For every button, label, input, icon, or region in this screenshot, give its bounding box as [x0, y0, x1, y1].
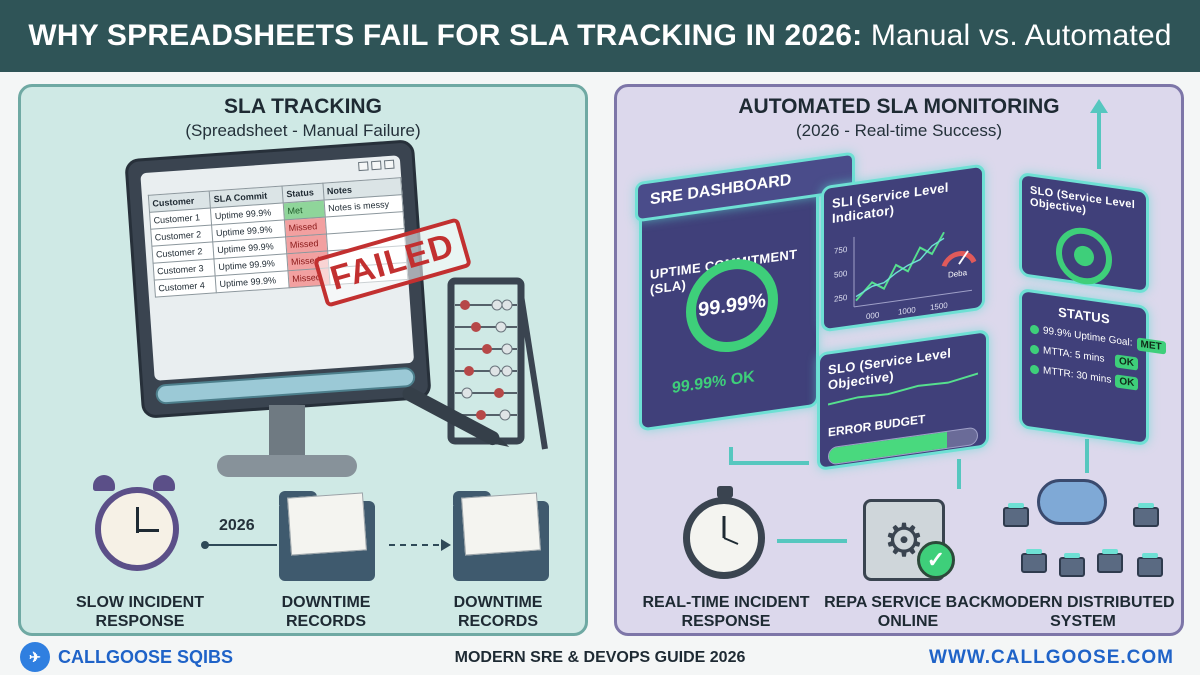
folder-icon [279, 491, 375, 581]
server-node-icon [1003, 503, 1029, 527]
flow-slow-incident-response: SLOW INCIDENT RESPONSE [76, 594, 204, 630]
check-icon: ✓ [917, 541, 955, 579]
status-badge: MET [1136, 337, 1166, 355]
flow-modern-distributed-system: MODERN DISTRIBUTED SYSTEM [991, 594, 1175, 630]
manual-panel-title: SLA TRACKING [224, 95, 382, 118]
server-node-icon [1021, 549, 1047, 573]
automated-panel-title: AUTOMATED SLA MONITORING [738, 95, 1060, 118]
flow-connector-dot [201, 541, 209, 549]
sli-card: SLI (Service Level Indicator) 750 500 25… [821, 163, 985, 333]
target-icon [1056, 224, 1112, 288]
gauge-label: Deba [948, 268, 968, 280]
status-row-label: MTTA: 5 mins [1043, 345, 1105, 365]
slo-target-title: SLO (Service Level Objective) [1030, 184, 1136, 217]
cell-customer: Customer 4 [154, 275, 217, 298]
page-title-light: Manual vs. Automated [870, 19, 1172, 52]
flow-connector-dashed [389, 544, 445, 546]
flow-arrowhead [441, 539, 451, 551]
server-node-icon [1059, 553, 1085, 577]
automated-panel: AUTOMATED SLA MONITORING (2026 - Real-ti… [614, 84, 1184, 636]
connector-vertical [957, 459, 961, 489]
guide-label: MODERN SRE & DEVOPS GUIDE 2026 [454, 649, 746, 666]
flow-service-back-online: REPA SERVICE BACK ONLINE [824, 594, 992, 630]
abacus-icon [447, 277, 548, 450]
brand-name: CALLGOOSE SQIBS [58, 646, 234, 667]
monitor-base [217, 455, 357, 477]
website-link[interactable]: WWW.CALLGOOSE.COM [929, 647, 1174, 668]
alarm-bell-right [153, 475, 175, 491]
arrow-up-icon [1090, 99, 1108, 113]
error-budget-card: SLO (Service Level Objective) ERROR BUDG… [817, 328, 989, 472]
slo-target-card: SLO (Service Level Objective) [1019, 171, 1149, 295]
gauge-icon: Deba [941, 250, 977, 280]
page-title: WHY SPREADSHEETS FAIL FOR SLA TRACKING I… [28, 19, 1171, 53]
uptime-card: UPTIME COMMITMENT (SLA) 99.99% 99.99% OK [639, 182, 819, 432]
alarm-bell-left [93, 475, 115, 491]
sli-y-tick: 250 [834, 293, 848, 304]
sli-y-tick: 500 [834, 269, 848, 280]
slo-trend-line [827, 372, 979, 406]
status-dot [1030, 364, 1039, 375]
automated-panel-subtitle: (2026 - Real-time Success) [796, 121, 1002, 140]
status-badge: OK [1115, 374, 1139, 391]
stopwatch-icon [683, 486, 765, 579]
manual-panel: SLA TRACKING (Spreadsheet - Manual Failu… [18, 84, 588, 636]
manual-panel-subtitle: (Spreadsheet - Manual Failure) [185, 121, 421, 140]
monitor-stand [269, 405, 305, 463]
status-card: STATUS 99.9% Uptime Goal: MET MTTA: 5 mi… [1019, 287, 1166, 447]
cell-commit: Uptime 99.9% [215, 270, 290, 293]
sli-trend-chart: 750 500 250 000 1000 1500 Deba [834, 231, 977, 321]
sli-y-tick: 750 [834, 245, 848, 256]
status-badge: OK [1115, 354, 1138, 371]
footer: ✈ CALLGOOSE SQIBS MODERN SRE & DEVOPS GU… [0, 640, 1200, 675]
connector-vertical [729, 447, 733, 463]
page-title-bold: WHY SPREADSHEETS FAIL FOR SLA TRACKING I… [28, 19, 863, 52]
server-node-icon [1137, 553, 1163, 577]
year-label: 2026 [219, 517, 255, 534]
status-row-label: MTTR: 30 mins [1043, 365, 1112, 386]
flow-connector-line [207, 544, 277, 546]
connector-up [1097, 107, 1101, 169]
goose-logo-icon: ✈ [20, 642, 50, 672]
status-dot [1030, 324, 1039, 335]
folder-icon [453, 491, 549, 581]
uptime-ok-text: 99.99% OK [672, 368, 755, 398]
stopwatch-hand [722, 516, 739, 545]
server-node-icon [1133, 503, 1159, 527]
cloud-icon [1037, 479, 1107, 525]
flow-realtime-incident-response: REAL-TIME INCIDENT RESPONSE [642, 594, 810, 630]
connector-horizontal [729, 461, 809, 465]
window-controls [358, 159, 395, 172]
flow-downtime-records-1: DOWNTIME RECORDS [281, 594, 371, 630]
connector-horizontal [777, 539, 847, 543]
uptime-value: 99.99% [698, 289, 766, 321]
sli-x-tick: 1500 [930, 301, 948, 313]
header-banner: WHY SPREADSHEETS FAIL FOR SLA TRACKING I… [0, 0, 1200, 72]
brand[interactable]: ✈ CALLGOOSE SQIBS [20, 642, 233, 672]
sli-x-tick: 000 [866, 310, 880, 321]
sli-x-tick: 1000 [898, 305, 916, 317]
alarm-clock-icon [95, 487, 179, 571]
connector-vertical [1085, 439, 1089, 473]
server-node-icon [1097, 549, 1123, 573]
flow-downtime-records-2: DOWNTIME RECORDS [453, 594, 543, 630]
status-dot [1030, 344, 1039, 355]
